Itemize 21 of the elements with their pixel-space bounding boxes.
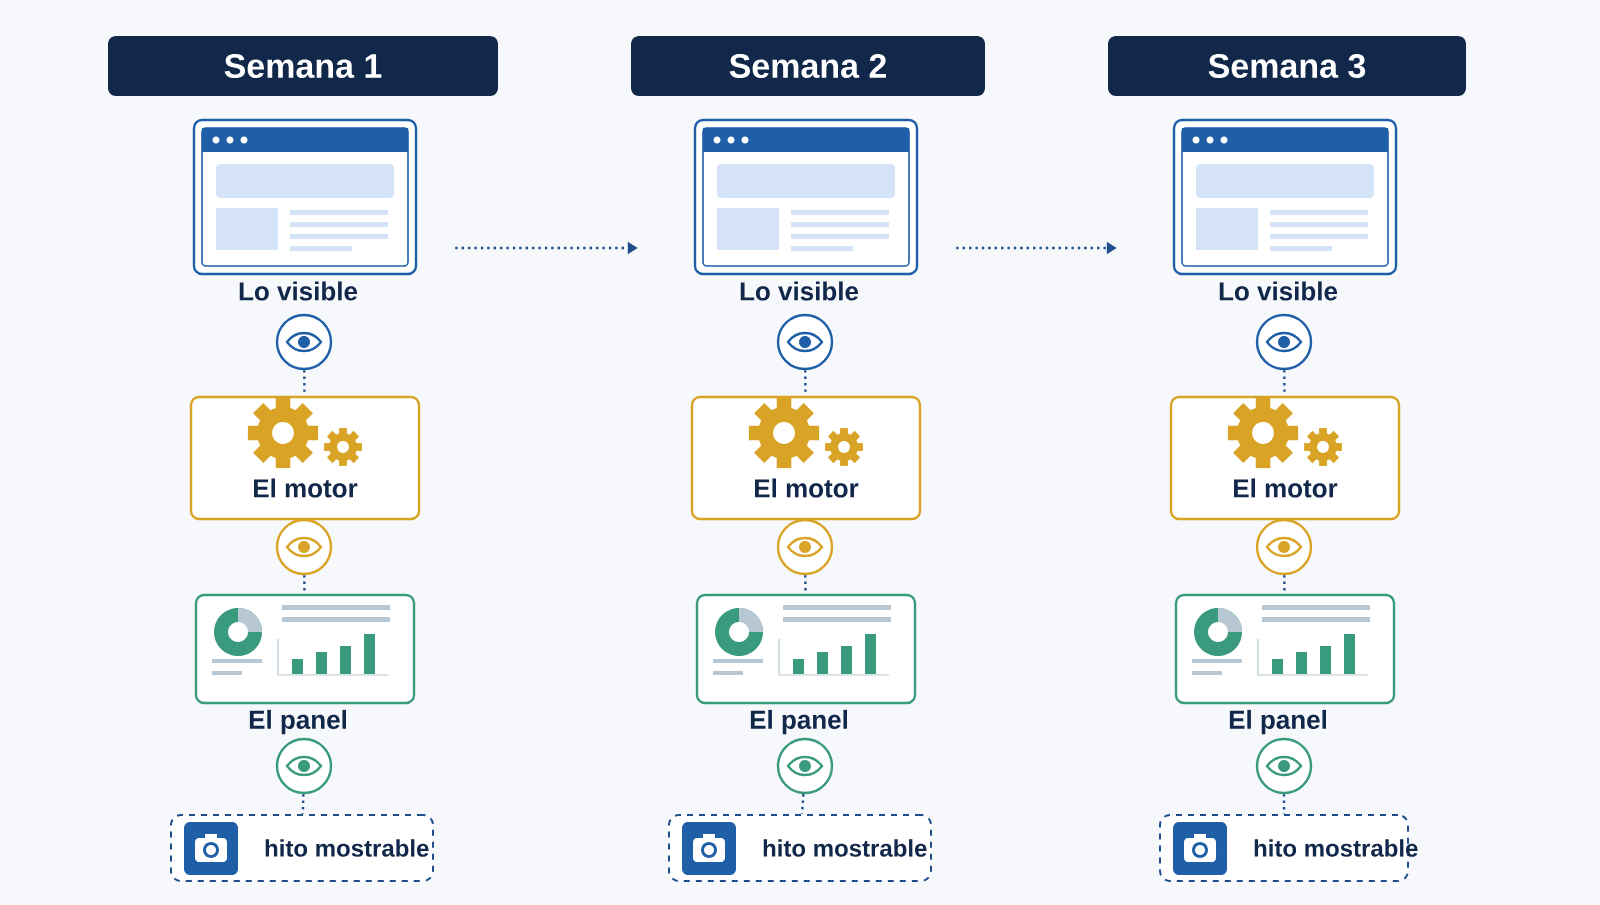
node-label: El panel: [249, 709, 346, 735]
node-label: Lo visible: [1219, 281, 1338, 301]
eye-icon: [275, 737, 333, 795]
week-header: Semana 1: [108, 36, 498, 96]
eye-icon: [275, 313, 333, 371]
connector-line: [1282, 794, 1286, 814]
node-label: El panel: [1229, 709, 1326, 735]
connector-line: [800, 794, 805, 815]
eye-icon: [776, 737, 834, 795]
node-label: El panel: [750, 709, 847, 735]
eye-icon: [1255, 518, 1313, 576]
eye-icon: [1255, 313, 1313, 371]
week-header: Semana 3: [1108, 36, 1466, 96]
eye-icon: [275, 518, 333, 576]
eye-icon: [776, 313, 834, 371]
week-header: Semana 2: [631, 36, 985, 96]
node-label: Lo visible: [239, 281, 358, 301]
eye-icon: [1255, 737, 1313, 795]
node-label: Lo visible: [740, 281, 859, 301]
eye-icon: [776, 518, 834, 576]
connector-line: [301, 794, 305, 815]
